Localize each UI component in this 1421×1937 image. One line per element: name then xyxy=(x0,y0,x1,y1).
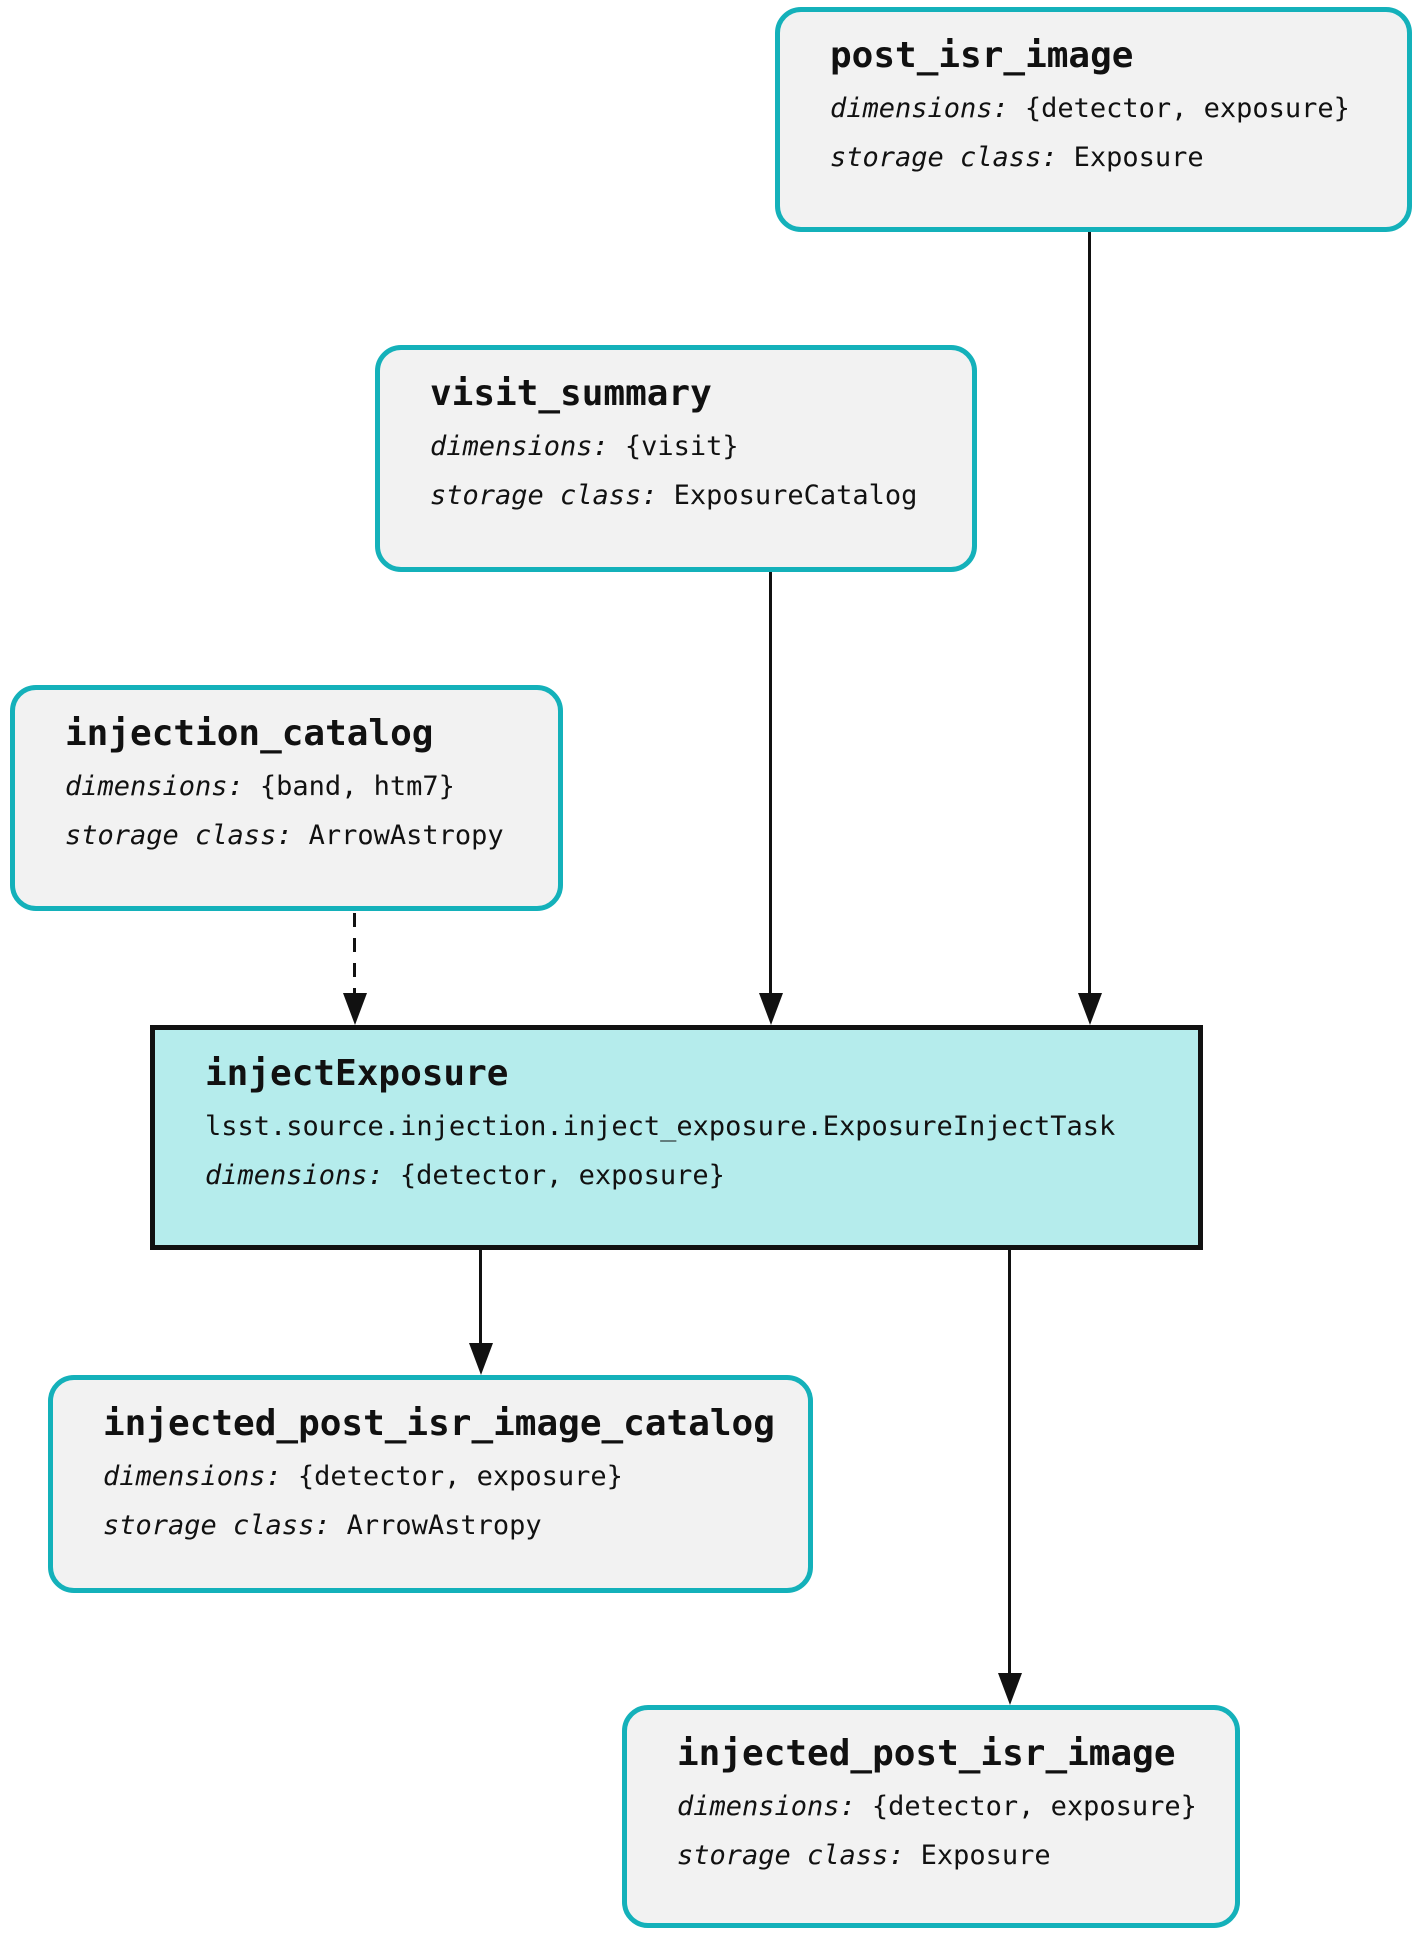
storage-class-line: storage class: ExposureCatalog xyxy=(430,478,932,514)
storage-class-value: ArrowAstropy xyxy=(346,1510,542,1541)
storage-class-value: ExposureCatalog xyxy=(673,480,918,511)
dimensions-line: dimensions: {detector, exposure} xyxy=(103,1459,768,1495)
edge-injection-catalog-to-injectexposure-dashed xyxy=(353,913,356,995)
task-node-inject-exposure: injectExposure lsst.source.injection.inj… xyxy=(150,1025,1203,1250)
node-title: injected_post_isr_image_catalog xyxy=(103,1403,775,1444)
dimensions-label: dimensions: xyxy=(65,771,244,802)
edge-visit-summary-to-injectexposure xyxy=(769,572,772,995)
storage-class-label: storage class: xyxy=(65,820,293,851)
storage-class-label: storage class: xyxy=(430,480,658,511)
dimensions-value: {detector, exposure} xyxy=(1024,93,1350,124)
dataset-node-injected-post-isr-image: injected_post_isr_image dimensions: {dete… xyxy=(622,1705,1240,1928)
storage-class-line: storage class: ArrowAstropy xyxy=(65,818,518,854)
task-class-path: lsst.source.injection.inject_exposure.Ex… xyxy=(205,1111,1116,1142)
edge-injectexposure-to-injected-post-isr-image-catalog xyxy=(479,1250,482,1345)
arrowhead-icon xyxy=(1078,993,1102,1025)
dimensions-label: dimensions: xyxy=(205,1160,384,1191)
storage-class-value: Exposure xyxy=(920,1840,1051,1871)
dimensions-value: {band, htm7} xyxy=(259,771,455,802)
storage-class-line: storage class: Exposure xyxy=(830,140,1367,176)
dataset-node-visit-summary: visit_summary dimensions: {visit} storage… xyxy=(375,345,977,572)
dimensions-line: dimensions: {detector, exposure} xyxy=(205,1158,1158,1194)
storage-class-value: Exposure xyxy=(1073,142,1204,173)
dimensions-label: dimensions: xyxy=(677,1791,856,1822)
arrowhead-icon xyxy=(343,993,367,1025)
storage-class-label: storage class: xyxy=(677,1840,905,1871)
dataset-node-injection-catalog: injection_catalog dimensions: {band, htm7… xyxy=(10,685,563,911)
arrowhead-icon xyxy=(759,993,783,1025)
node-title: injected_post_isr_image xyxy=(677,1733,1176,1774)
dimensions-line: dimensions: {band, htm7} xyxy=(65,769,518,805)
dimensions-label: dimensions: xyxy=(103,1461,282,1492)
dimensions-line: dimensions: {detector, exposure} xyxy=(830,91,1367,127)
arrowhead-icon xyxy=(998,1673,1022,1705)
node-title: injectExposure xyxy=(205,1053,509,1094)
dimensions-label: dimensions: xyxy=(430,431,609,462)
dimensions-value: {detector, exposure} xyxy=(399,1160,725,1191)
dimensions-label: dimensions: xyxy=(830,93,1009,124)
storage-class-line: storage class: Exposure xyxy=(677,1838,1195,1874)
dimensions-line: dimensions: {visit} xyxy=(430,429,932,465)
edge-post-isr-image-to-injectexposure xyxy=(1088,232,1091,995)
storage-class-value: ArrowAstropy xyxy=(308,820,504,851)
edge-injectexposure-to-injected-post-isr-image xyxy=(1008,1250,1011,1675)
node-title: injection_catalog xyxy=(65,713,434,754)
node-title: post_isr_image xyxy=(830,35,1134,76)
storage-class-label: storage class: xyxy=(830,142,1058,173)
dimensions-value: {detector, exposure} xyxy=(297,1461,623,1492)
arrowhead-icon xyxy=(469,1343,493,1375)
dimensions-value: {visit} xyxy=(624,431,739,462)
dataset-node-post-isr-image: post_isr_image dimensions: {detector, exp… xyxy=(775,7,1412,232)
storage-class-label: storage class: xyxy=(103,1510,331,1541)
node-title: visit_summary xyxy=(430,373,712,414)
dimensions-value: {detector, exposure} xyxy=(871,1791,1197,1822)
dimensions-line: dimensions: {detector, exposure} xyxy=(677,1789,1197,1825)
storage-class-line: storage class: ArrowAstropy xyxy=(103,1508,768,1544)
dataset-node-injected-post-isr-image-catalog: injected_post_isr_image_catalog dimensio… xyxy=(48,1375,813,1593)
